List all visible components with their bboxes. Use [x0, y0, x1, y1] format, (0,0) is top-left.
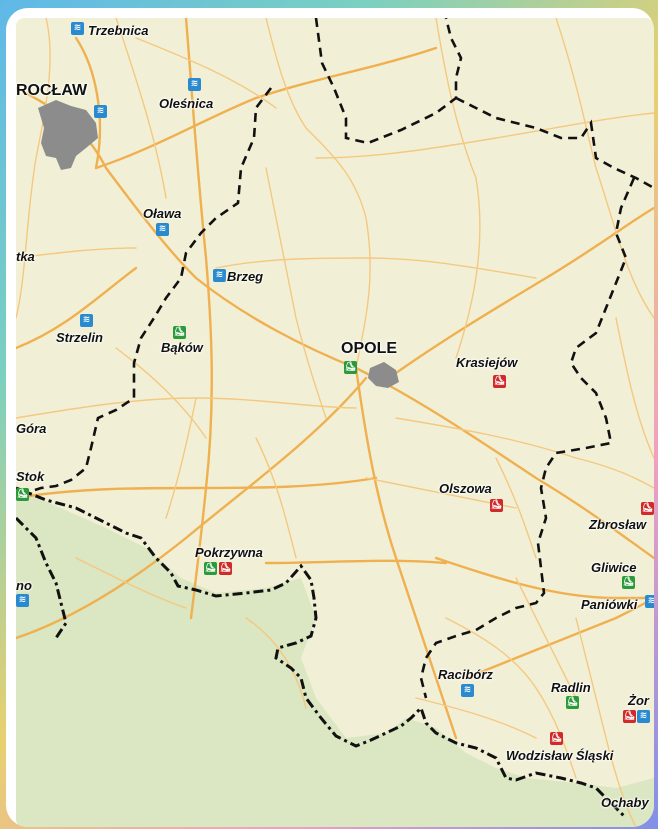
place-label-opole[interactable]: OPOLE	[341, 340, 398, 357]
place-label-sobotka[interactable]: tka	[16, 249, 35, 264]
place-label-olesnica[interactable]: Oleśnica	[159, 96, 214, 111]
voivodeship-border-west	[25, 87, 273, 495]
poi-icon-olawa[interactable]: ≋	[156, 223, 169, 236]
poi-icon-zory-blue[interactable]: ≋	[637, 710, 650, 723]
place-label-pokrzywna[interactable]: Pokrzywna	[195, 545, 263, 560]
poi-icon-gliwice[interactable]: ⛸	[622, 576, 635, 589]
place-label-paniowki[interactable]: Paniówki	[581, 597, 638, 612]
place-label-wodzislaw[interactable]: Wodzisław Śląski	[506, 748, 614, 763]
national-border-west	[16, 516, 68, 639]
poi-icon-zbroslaw[interactable]: ⛸	[641, 502, 654, 515]
place-label-ochaby[interactable]: Ochaby	[601, 795, 649, 810]
place-label-gliwice[interactable]: Gliwice	[591, 560, 637, 575]
national-border	[16, 486, 628, 820]
poi-icon-opole[interactable]: ⛸	[344, 361, 357, 374]
poi-icon-strzelin[interactable]: ≋	[80, 314, 93, 327]
place-label-brzeg[interactable]: Brzeg	[227, 269, 264, 284]
poi-icon-raciborz[interactable]: ≋	[461, 684, 474, 697]
poi-icon-brzeg[interactable]: ≋	[213, 269, 226, 282]
poi-icon-krasiejow[interactable]: ⛸	[493, 375, 506, 388]
minor-roads	[16, 18, 654, 827]
place-label-wroclaw[interactable]: ROCŁAW	[16, 82, 88, 99]
poi-icon-paniowki[interactable]: ≋	[645, 595, 654, 608]
poi-icon-bakow[interactable]: ⛸	[173, 326, 186, 339]
poi-icon-olszowa[interactable]: ⛸	[490, 499, 503, 512]
place-label-radlin[interactable]: Radlin	[551, 680, 591, 695]
poi-icon-stok[interactable]: ⛸	[16, 488, 29, 501]
voivodeship-border	[314, 18, 654, 190]
wroclaw-urban-area	[38, 100, 98, 170]
poi-icon-trzebnica[interactable]: ≋	[71, 22, 84, 35]
place-label-krasiejow[interactable]: Krasiejów	[456, 355, 518, 370]
map-svg	[16, 18, 654, 827]
poi-icon-no[interactable]: ≋	[16, 594, 29, 607]
place-label-raciborz[interactable]: Racibórz	[438, 667, 493, 682]
place-label-strzelin[interactable]: Strzelin	[56, 330, 103, 345]
place-label-zory[interactable]: Żor	[628, 693, 649, 708]
place-label-zbroslaw[interactable]: Zbrosław	[589, 517, 647, 532]
poi-icon-wroclaw[interactable]: ≋	[94, 105, 107, 118]
map-frame: ≋ Trzebnica ROCŁAW ≋ Oleśnica ≋ Oława ≋ …	[6, 8, 654, 827]
poi-icon-radlin[interactable]: ⛸	[566, 696, 579, 709]
place-label-gora[interactable]: Góra	[16, 421, 47, 436]
poi-icon-zory-red[interactable]: ⛸	[623, 710, 636, 723]
voivodeship-border-east	[419, 177, 636, 699]
place-label-bakow[interactable]: Bąków	[161, 340, 203, 355]
place-label-trzebnica[interactable]: Trzebnica	[88, 23, 149, 38]
poi-icon-pokrzywna-red[interactable]: ⛸	[219, 562, 232, 575]
place-label-olszowa[interactable]: Olszowa	[439, 481, 492, 496]
major-roads	[16, 18, 654, 740]
opole-urban-area	[368, 362, 399, 388]
place-label-no[interactable]: no	[16, 578, 32, 593]
poi-icon-olesnica[interactable]: ≋	[188, 78, 201, 91]
map-canvas[interactable]: ≋ Trzebnica ROCŁAW ≋ Oleśnica ≋ Oława ≋ …	[16, 18, 654, 827]
poi-icon-wodzislaw[interactable]: ⛸	[550, 732, 563, 745]
place-label-stok[interactable]: Stok	[16, 469, 45, 484]
poi-icon-pokrzywna-green[interactable]: ⛸	[204, 562, 217, 575]
mountain-region	[16, 488, 654, 827]
place-label-olawa[interactable]: Oława	[143, 206, 182, 221]
